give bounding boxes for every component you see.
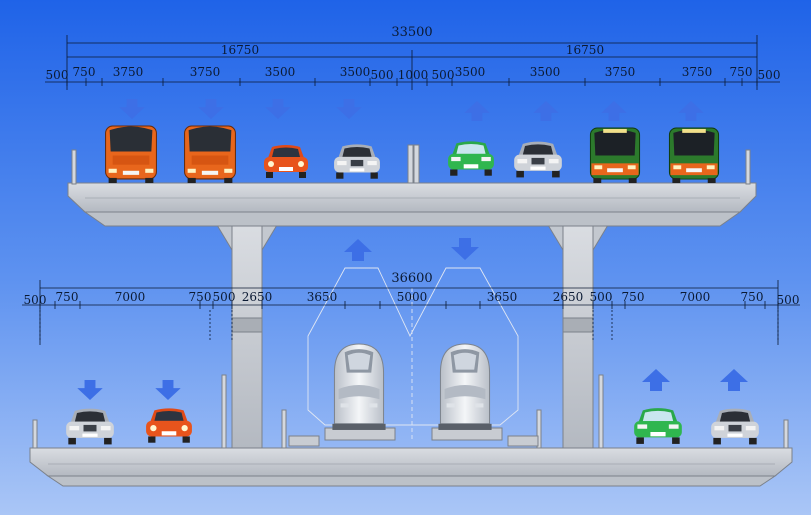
bottom-segment-label: 5000 — [397, 290, 428, 304]
bottom-segment-label: 500 — [24, 293, 47, 307]
bottom-deck — [29, 447, 793, 477]
right-pier — [562, 221, 594, 449]
top-tick-marks — [66, 78, 758, 86]
top-segment-label: 3500 — [265, 65, 296, 79]
top-deck — [67, 182, 757, 213]
top-segment-label: 3750 — [190, 65, 221, 79]
bottom-tick-marks — [39, 301, 779, 309]
bottom-total-width: 36600 — [391, 271, 432, 286]
top-segment-label: 3500 — [455, 65, 486, 79]
train-icon — [331, 343, 387, 431]
bus-icon — [105, 125, 157, 183]
top-segment-label: 3750 — [113, 65, 144, 79]
top-segment-label: 3500 — [530, 65, 561, 79]
bottom-dimensions — [22, 280, 800, 345]
bottom-segment-label: 750 — [741, 290, 764, 304]
train-icon — [437, 343, 493, 431]
top-segment-label: 1000 — [398, 68, 429, 82]
top-total-width: 33500 — [391, 25, 432, 40]
bottom-segment-label: 750 — [622, 290, 645, 304]
bottom-segment-labels: 500 750 7000 750 500 2650 3650 5000 3650… — [24, 290, 800, 307]
bottom-segment-label: 7000 — [680, 290, 711, 304]
left-pier — [231, 221, 263, 449]
top-segment-label: 3500 — [340, 65, 371, 79]
bottom-segment-label: 2650 — [242, 290, 273, 304]
top-segment-label: 500 — [758, 68, 781, 82]
top-segment-labels: 500 750 3750 3750 3500 3500 500 1000 500… — [46, 65, 781, 82]
bottom-segment-label: 750 — [189, 290, 212, 304]
top-segment-label: 500 — [371, 68, 394, 82]
bottom-segment-label: 3650 — [487, 290, 518, 304]
bottom-segment-label: 750 — [56, 290, 79, 304]
bus-icon — [668, 127, 720, 183]
bottom-segment-label: 7000 — [115, 290, 146, 304]
bottom-segment-label: 500 — [213, 290, 236, 304]
deck-details — [48, 197, 775, 465]
top-half-width-left: 16750 — [221, 43, 259, 57]
top-segment-label: 500 — [432, 68, 455, 82]
bottom-segment-label: 3650 — [307, 290, 338, 304]
top-segment-label: 750 — [730, 65, 753, 79]
train-clearance-outline — [307, 267, 519, 440]
top-segment-label: 3750 — [682, 65, 713, 79]
bus-icon — [184, 125, 236, 183]
bottom-segment-label: 2650 — [553, 290, 584, 304]
bottom-segment-label: 500 — [590, 290, 613, 304]
bottom-segment-label: 500 — [777, 293, 800, 307]
bridge-structure — [29, 144, 793, 487]
top-half-width-right: 16750 — [566, 43, 604, 57]
bus-icon — [589, 127, 641, 183]
top-segment-label: 3750 — [605, 65, 636, 79]
top-dimensions — [45, 35, 780, 90]
top-segment-label: 750 — [73, 65, 96, 79]
top-segment-label: 500 — [46, 68, 69, 82]
